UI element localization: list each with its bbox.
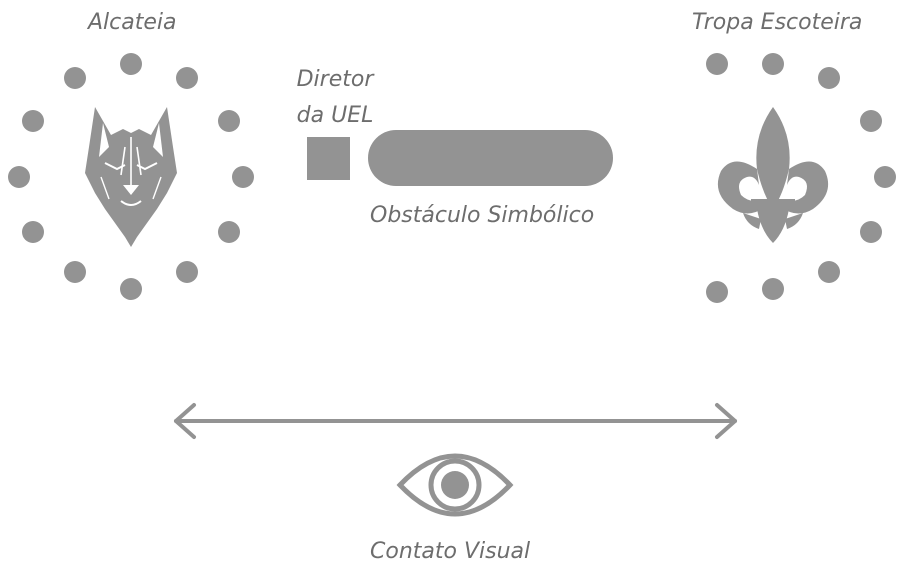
tropa-dot [874,166,896,188]
diretor-label-line2: da UEL [296,103,374,128]
tropa-dot [762,278,784,300]
tropa-dot [818,67,840,89]
obstacle-bar [368,130,613,186]
alcateia-dot [22,221,44,243]
alcateia-dot [8,166,30,188]
alcateia-dot [176,261,198,283]
wolf-head-icon [85,107,177,247]
double-headed-arrow [174,403,737,439]
eye-icon [396,453,514,517]
fleur-de-lis-icon [717,107,829,243]
alcateia-dot [64,261,86,283]
alcateia-dot [120,278,142,300]
diretor-label: Diretor da UEL [280,62,390,134]
tropa-dot [706,281,728,303]
alcateia-dot [22,110,44,132]
alcateia-dot [232,166,254,188]
tropa-dot [762,53,784,75]
tropa-dot [860,110,882,132]
alcateia-dot [120,53,142,75]
alcateia-circle-dots [8,53,254,300]
obstaculo-simbolico-label: Obstáculo Simbólico [370,203,595,228]
contato-visual-label: Contato Visual [370,539,531,564]
diretor-label-line1: Diretor [296,67,374,92]
diretor-square [307,137,350,180]
alcateia-dot [176,67,198,89]
alcateia-dot [64,67,86,89]
tropa-escoteira-label: Tropa Escoteira [692,10,863,35]
alcateia-dot [218,221,240,243]
tropa-dot [818,261,840,283]
tropa-dot [706,53,728,75]
tropa-circle-dots [706,53,896,303]
alcateia-dot [218,110,240,132]
alcateia-label: Alcateia [88,10,177,35]
tropa-dot [860,221,882,243]
